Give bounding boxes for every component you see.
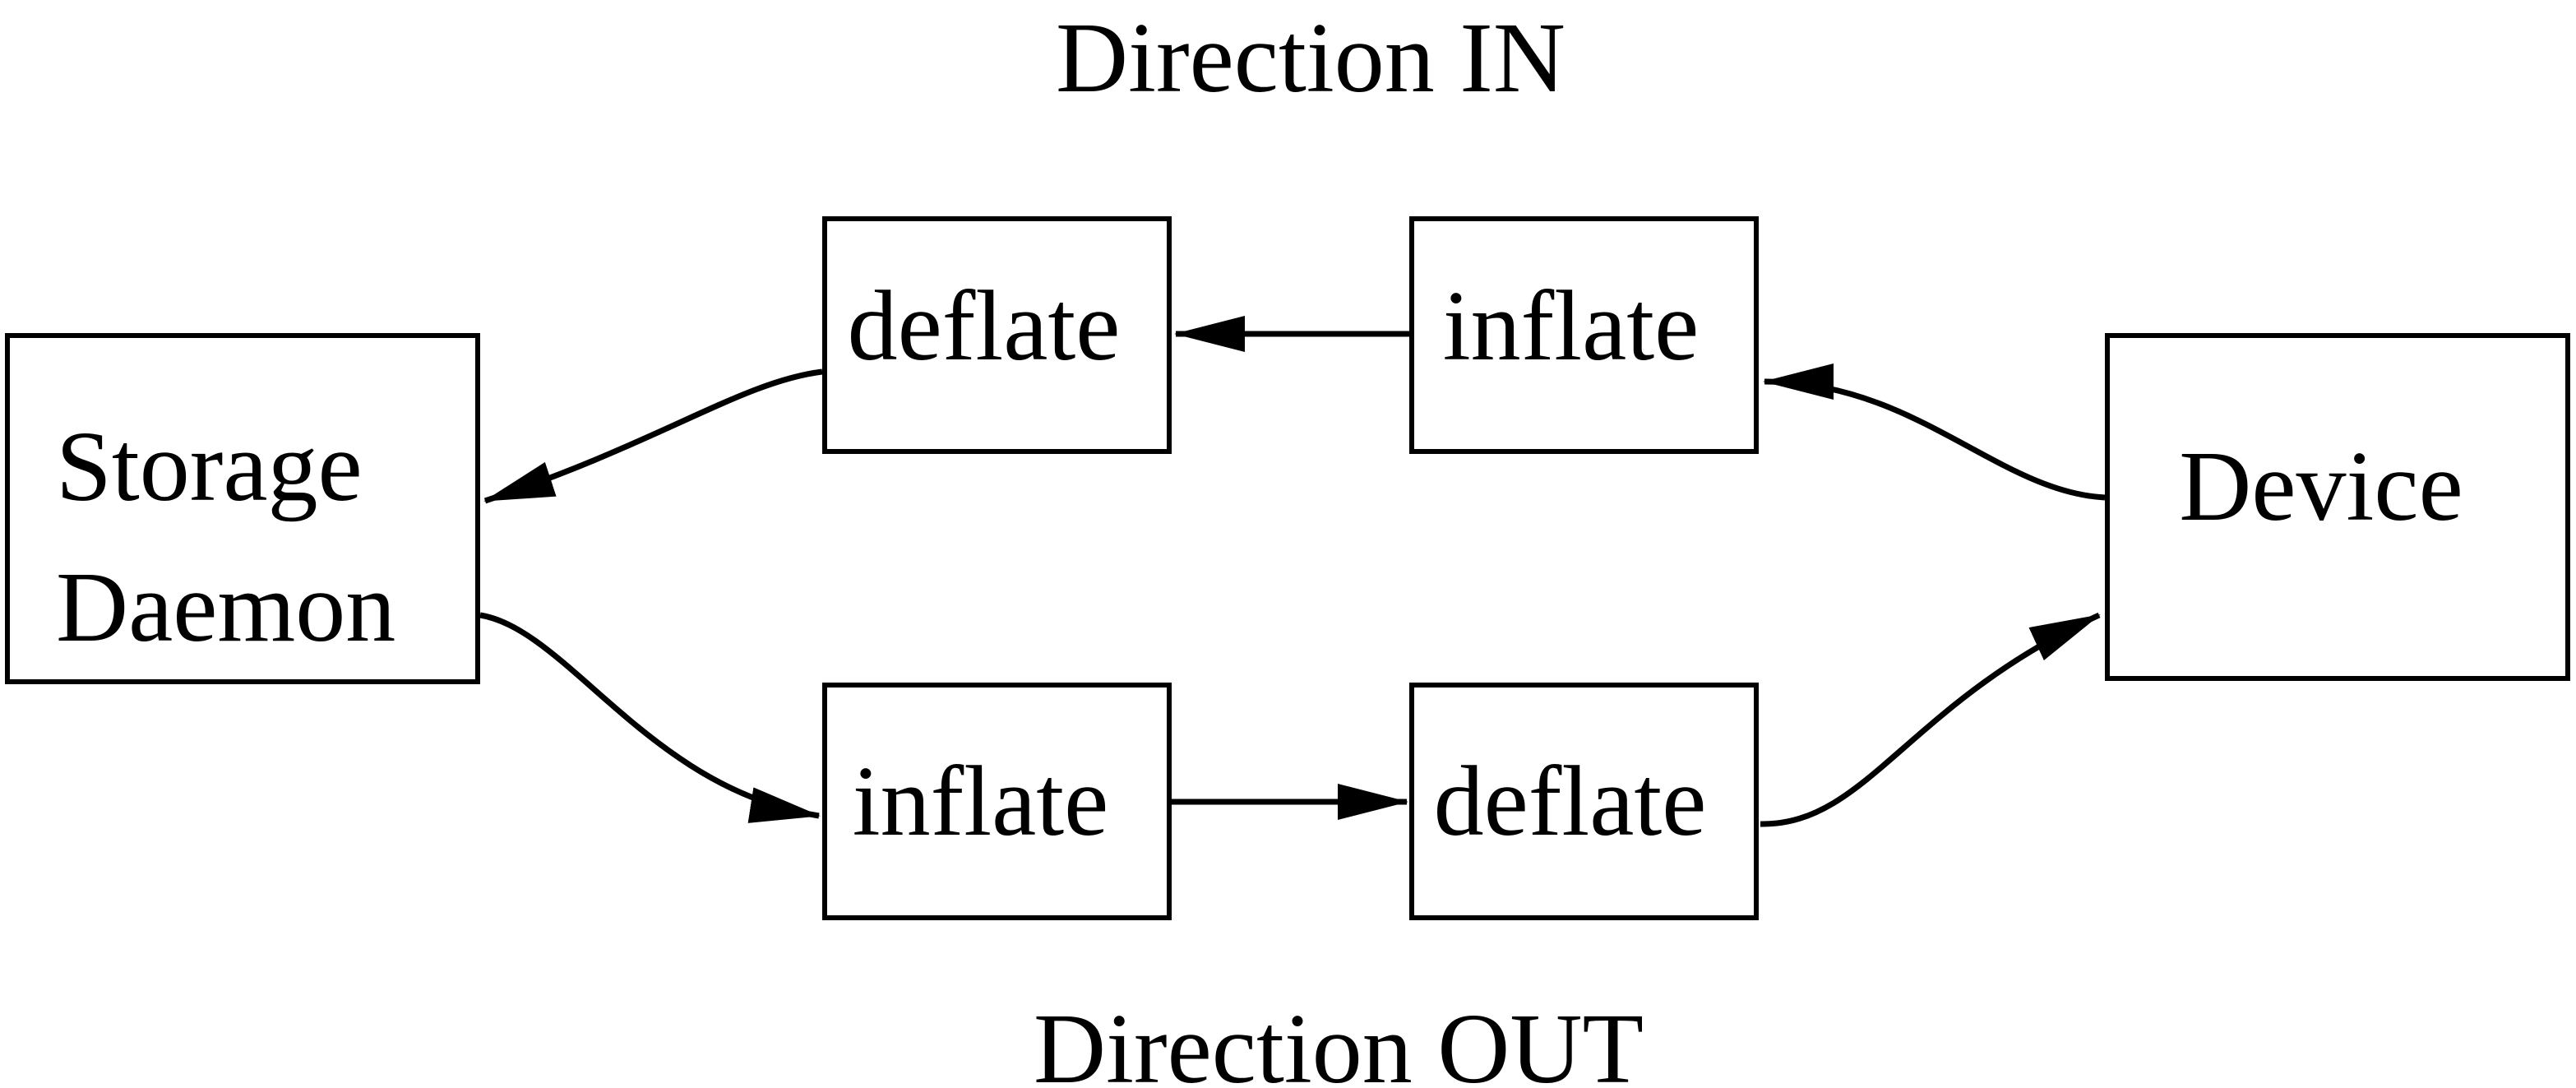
deflate-in-label: deflate [847,270,1121,382]
edge-storage-daemon-to-inflate-out [479,612,821,823]
node-deflate-in: deflate [822,216,1172,454]
deflate-out-label: deflate [1433,745,1707,857]
storage-daemon-label-line1: Storage [56,410,363,522]
edge-deflate-out-to-device [1760,612,2101,827]
node-inflate-out: inflate [822,683,1172,920]
title-direction-in: Direction IN [1056,2,1565,113]
node-storage-daemon: Storage Daemon [5,333,480,684]
node-deflate-out: deflate [1409,683,1759,920]
node-inflate-in: inflate [1409,216,1759,454]
device-label: Device [2179,430,2463,542]
node-device: Device [2105,333,2570,681]
inflate-out-label: inflate [852,745,1109,857]
edge-device-to-inflate-in [1763,363,2106,501]
inflate-in-label: inflate [1442,270,1700,382]
edge-deflate-in-to-storage-daemon [483,368,823,504]
storage-daemon-label-line2: Daemon [56,551,396,663]
title-direction-out: Direction OUT [1034,993,1644,1088]
